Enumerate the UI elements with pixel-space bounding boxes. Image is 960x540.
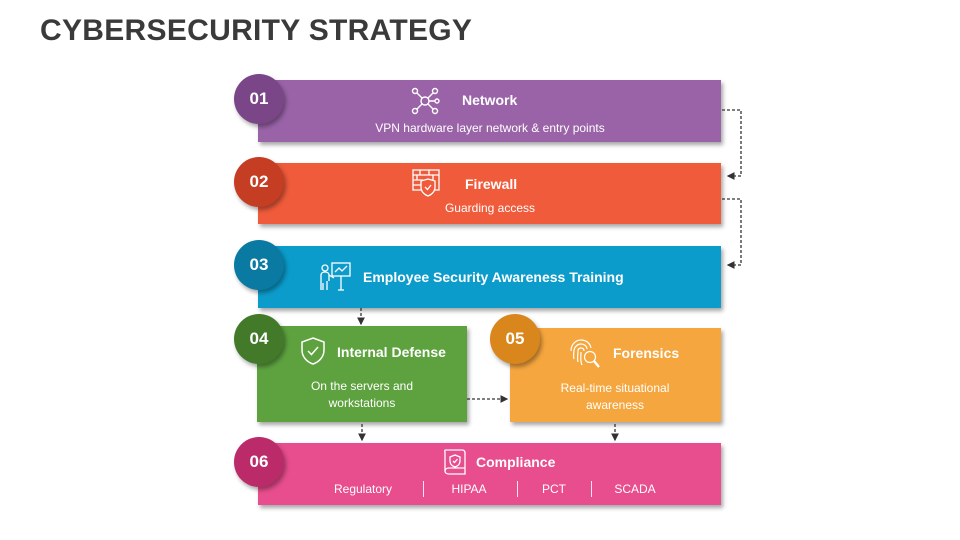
defense-title: Internal Defense bbox=[337, 344, 446, 360]
compliance-item-hipaa: HIPAA bbox=[451, 482, 487, 496]
network-subtitle: VPN hardware layer network & entry point… bbox=[375, 121, 605, 135]
forensics-subtitle-line2: awareness bbox=[585, 398, 645, 412]
connector-02-03 bbox=[722, 198, 742, 269]
defense-box bbox=[257, 326, 467, 422]
training-bar bbox=[258, 246, 721, 308]
network-bar bbox=[258, 80, 721, 142]
firewall-shield-icon bbox=[412, 169, 440, 197]
firewall-title: Firewall bbox=[465, 176, 518, 192]
page-title: CYBERSECURITY STRATEGY bbox=[40, 14, 473, 47]
compliance-item-regulatory: Regulatory bbox=[333, 482, 393, 496]
compliance-divider bbox=[423, 481, 424, 497]
step-05-badge: 05 bbox=[490, 314, 540, 364]
compliance-bar bbox=[258, 443, 721, 505]
step-02-badge: 02 bbox=[234, 157, 284, 207]
defense-subtitle-line1: On the servers and bbox=[310, 379, 414, 393]
compliance-item-scada: SCADA bbox=[614, 482, 656, 496]
network-title: Network bbox=[462, 92, 518, 108]
compliance-item-pct: PCT bbox=[542, 482, 566, 496]
firewall-subtitle: Guarding access bbox=[444, 201, 536, 215]
step-04-badge: 04 bbox=[234, 314, 284, 364]
forensics-subtitle-line1: Real-time situational bbox=[560, 381, 670, 395]
connector-01-02 bbox=[722, 109, 742, 180]
defense-subtitle-line2: workstations bbox=[328, 396, 396, 410]
step-01-badge: 01 bbox=[234, 74, 284, 124]
compliance-divider bbox=[591, 481, 592, 497]
training-title: Employee Security Awareness Training bbox=[363, 269, 624, 285]
certificate-scroll-icon bbox=[444, 449, 466, 475]
forensics-box bbox=[510, 328, 721, 422]
firewall-bar bbox=[258, 163, 721, 224]
step-06-badge: 06 bbox=[234, 437, 284, 487]
step-03-badge: 03 bbox=[234, 240, 284, 290]
presentation-trainer-icon bbox=[320, 262, 351, 291]
compliance-divider bbox=[517, 481, 518, 497]
forensics-title: Forensics bbox=[613, 345, 680, 361]
shield-check-icon bbox=[301, 337, 325, 365]
fingerprint-search-icon bbox=[570, 339, 600, 368]
compliance-title: Compliance bbox=[476, 454, 556, 470]
network-nodes-icon bbox=[411, 87, 440, 115]
